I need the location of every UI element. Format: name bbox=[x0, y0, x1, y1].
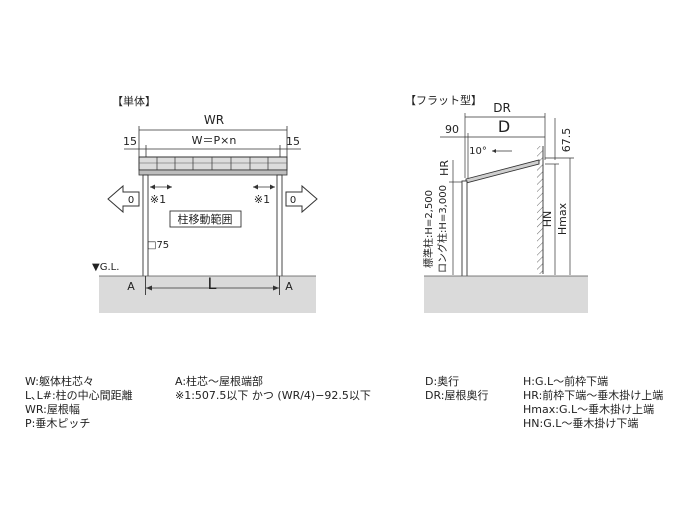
roof-rafters bbox=[156, 157, 269, 170]
post-range-box bbox=[169, 210, 242, 228]
legend-item: L､L#:柱の中心間距離 bbox=[25, 389, 133, 402]
side-roof bbox=[465, 159, 540, 184]
legend-item: Hmax:G.L～垂木掛け上端 bbox=[523, 403, 655, 416]
roof-panel bbox=[138, 156, 288, 171]
front-beam bbox=[138, 169, 288, 176]
left-outward-arrow bbox=[107, 184, 140, 214]
d-dimension-label: D bbox=[498, 117, 510, 136]
legend-item: H:G.L～前枠下端 bbox=[523, 375, 609, 388]
right-zero-label: 0 bbox=[290, 195, 296, 206]
legend-item: A:柱芯～屋根端部 bbox=[175, 375, 264, 388]
left-post bbox=[142, 174, 149, 284]
left-a-label: A bbox=[127, 280, 135, 293]
left-note-label: ※1 bbox=[150, 193, 166, 206]
side-ground bbox=[424, 276, 588, 313]
legend-item: WR:屋根幅 bbox=[25, 403, 80, 416]
side-post bbox=[461, 180, 468, 290]
legend-item: DR:屋根奥行 bbox=[425, 389, 489, 402]
side-view-title: 【フラット型】 bbox=[405, 93, 482, 107]
angle-label: 10° bbox=[469, 146, 487, 157]
post-size-label: □75 bbox=[147, 240, 169, 251]
ground-level-label: ▼G.L. bbox=[92, 262, 119, 273]
hn-label: HN bbox=[541, 211, 554, 228]
legend-item: W:躯体柱芯々 bbox=[25, 375, 94, 388]
top-offset-label: 67.5 bbox=[560, 128, 573, 153]
legend-column-3: D:奥行 DR:屋根奥行 bbox=[425, 375, 488, 403]
right-note-label: ※1 bbox=[254, 193, 270, 206]
hmax-label: Hmax bbox=[556, 202, 569, 235]
right-post bbox=[276, 174, 283, 284]
legend-column-1: W:躯体柱芯々 L､L#:柱の中心間距離 WR:屋根幅 P:垂木ピッチ bbox=[25, 375, 133, 431]
wr-dimension-label: WR bbox=[204, 113, 224, 127]
legend-item: HN:G.L～垂木掛け下端 bbox=[523, 417, 639, 430]
standard-post-label: 標準柱:H=2,500 bbox=[422, 190, 435, 268]
right-outward-arrow bbox=[285, 184, 318, 214]
span-label: L bbox=[208, 274, 217, 293]
left-zero-label: 0 bbox=[128, 195, 134, 206]
legend-item: P:垂木ピッチ bbox=[25, 417, 91, 430]
legend-item: HR:前枠下端～垂木掛け上端 bbox=[523, 389, 664, 402]
front-view: 【単体】 WR W＝P×n 15 15 bbox=[92, 94, 318, 313]
legend-column-4: H:G.L～前枠下端 HR:前枠下端～垂木掛け上端 Hmax:G.L～垂木掛け上… bbox=[523, 375, 663, 431]
legend-column-2: A:柱芯～屋根端部 ※1:507.5以下 かつ (WR/4)−92.5以下 bbox=[175, 375, 371, 403]
building-wall bbox=[537, 146, 543, 274]
post-range-label: 柱移動範囲 bbox=[178, 212, 233, 226]
legend-item: ※1:507.5以下 かつ (WR/4)−92.5以下 bbox=[175, 389, 371, 402]
side-left-offset: 90 bbox=[445, 123, 459, 136]
long-post-label: ロング柱:H=3,000 bbox=[436, 185, 449, 273]
front-right-offset: 15 bbox=[286, 135, 300, 148]
legend-item: D:奥行 bbox=[425, 375, 460, 388]
hr-label: HR bbox=[438, 160, 451, 176]
front-view-title: 【単体】 bbox=[112, 94, 156, 108]
front-left-offset: 15 bbox=[123, 135, 137, 148]
w-dimension-label: W＝P×n bbox=[192, 134, 237, 147]
side-view: 【フラット型】 DR D 90 10° 67.5 HR 標準柱:H bbox=[405, 93, 588, 313]
right-a-label: A bbox=[285, 280, 293, 293]
dr-dimension-label: DR bbox=[493, 101, 511, 115]
